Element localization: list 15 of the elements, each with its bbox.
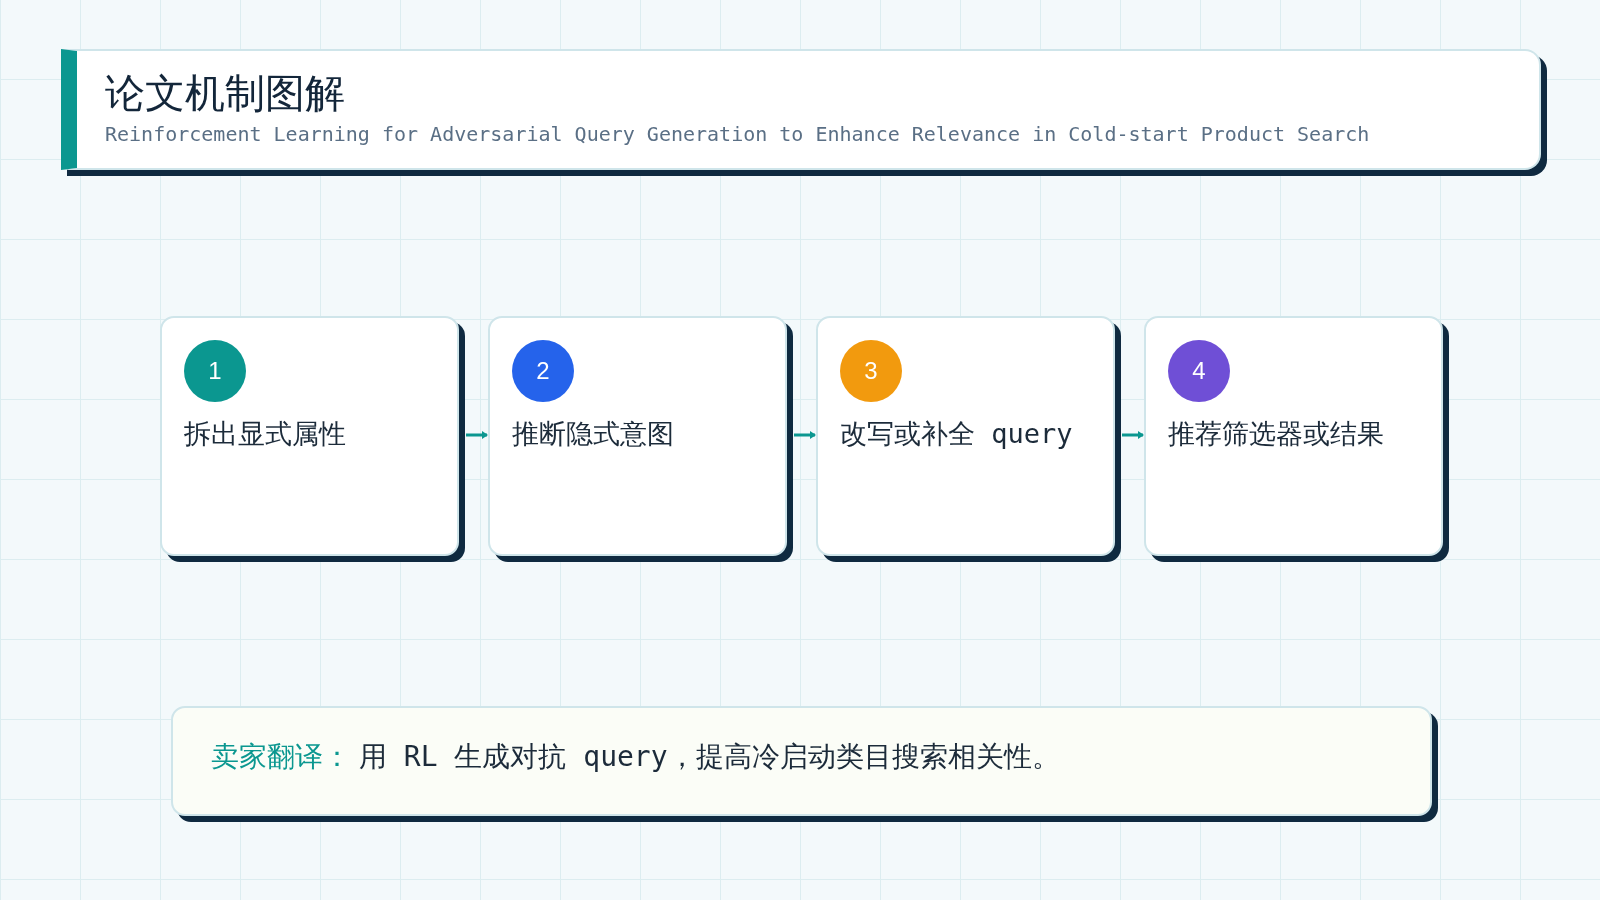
title: 论文机制图解 xyxy=(105,70,345,117)
summary-heading: 卖家翻译： xyxy=(211,739,351,775)
number-badge: 3 xyxy=(840,340,902,402)
number-badge: 2 xyxy=(512,340,574,402)
step-label: 拆出显式属性 xyxy=(184,417,346,451)
arrow xyxy=(1122,431,1144,439)
step-label: 推荐筛选器或结果 xyxy=(1168,417,1384,451)
number-badge: 4 xyxy=(1168,340,1230,402)
subtitle: Reinforcement Learning for Adversarial Query Generation to Enhance Relevance in Cold-start Product Search xyxy=(105,122,1370,146)
number-badge: 1 xyxy=(184,340,246,402)
arrow xyxy=(466,431,488,439)
arrow xyxy=(794,431,816,439)
step-label: 改写或补全 query xyxy=(840,417,1073,451)
summary-text: 用 RL 生成对抗 query，提高冷启动类目搜索相关性。 xyxy=(359,739,1060,775)
step-label: 推断隐式意图 xyxy=(512,417,674,451)
